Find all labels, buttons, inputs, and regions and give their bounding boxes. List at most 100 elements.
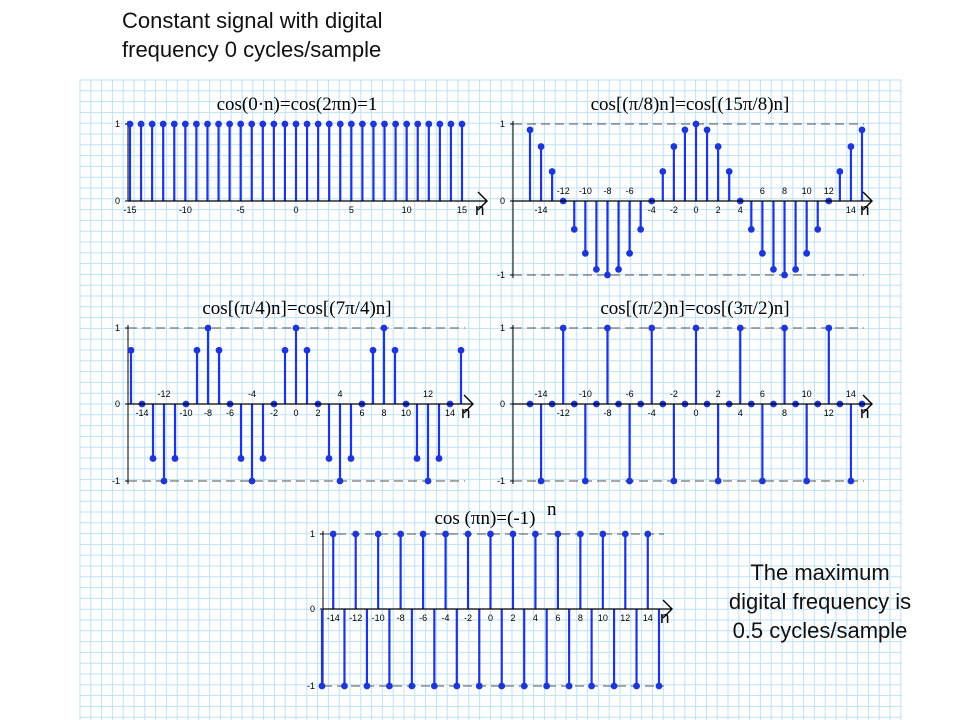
y-tick-label: 0 [310,604,315,614]
stem-marker [520,682,528,690]
stem-marker [159,120,167,128]
stem-marker [604,324,611,332]
chart-title: cos(0·n)=cos(2πn)=1 [217,94,378,115]
x-tick-label: 0 [693,205,698,215]
stem-marker [655,682,663,690]
y-tick-label: -1 [112,476,120,486]
stem-marker [825,324,833,332]
stem-marker [325,120,333,128]
chart-title: cos[(π/8)n]=cos[(15π/8)n] [591,94,790,115]
stem-marker [363,682,371,690]
x-tick-label: -12 [157,389,170,399]
stem-marker [858,126,866,134]
x-tick-label: 10 [402,205,412,215]
y-tick-label: 1 [310,529,315,539]
x-tick-label: 8 [381,408,386,418]
stem-marker [759,249,766,257]
x-axis-arrow [862,394,873,414]
x-tick-label: 6 [760,389,765,399]
stem-marker [314,120,322,128]
stem-marker [526,126,534,134]
stem-marker [248,477,256,485]
caption-line: digital frequency is [728,589,912,614]
x-tick-label: 10 [802,186,812,196]
stem-marker [537,143,545,150]
x-tick-label: -6 [419,613,427,623]
y-tick-label: 0 [500,399,505,409]
y-tick-label: -1 [307,681,315,691]
x-tick-label: 10 [802,389,812,399]
stem-marker [336,477,344,485]
stem-marker [781,324,788,332]
stem-marker [270,120,278,128]
stem-marker [403,120,411,128]
x-tick-label: -12 [557,186,570,196]
y-tick-label: 0 [500,196,505,206]
stem-marker [509,530,517,538]
x-axis-arrow [463,394,474,414]
stem-marker [803,249,811,257]
x-tick-label: -2 [270,408,278,418]
stem-marker [370,120,377,128]
x-tick-label: 15 [457,205,467,215]
caption-line: Constant signal with digital [122,8,383,33]
x-axis-arrow [477,191,488,211]
stem-marker [204,120,211,128]
stem-marker [570,225,578,233]
x-tick-label: -4 [442,613,450,623]
stem-marker [303,120,311,128]
x-tick-label: 4 [533,613,538,623]
x-tick-label: 12 [620,613,630,623]
y-tick-label: 1 [500,119,505,129]
x-tick-label: 2 [315,408,320,418]
stem-marker [226,120,234,128]
x-tick-label: 0 [293,205,298,215]
stem-marker [435,455,443,462]
stem-marker [543,682,551,690]
y-tick-label: 0 [115,399,120,409]
stem-marker [725,168,733,175]
caption-max-frequency: The maximum digital frequency is 0.5 cyc… [705,558,935,645]
stem-marker [803,477,811,485]
stem-marker [588,682,595,690]
stem-marker [475,682,483,690]
y-tick-label: 1 [500,323,505,333]
stem-marker [430,682,438,690]
stem-marker [392,120,399,128]
chart-title-superscript: n [547,499,557,520]
stem-marker [736,324,744,332]
stem-marker [692,324,700,332]
stem-marker [352,530,360,538]
x-tick-label: 6 [760,186,765,196]
stem-marker [604,271,611,279]
x-axis-arrow [862,191,873,211]
stem-marker [626,249,633,257]
stem-marker [593,265,600,273]
stem-marker [847,477,855,485]
stem-marker [380,324,388,332]
stem-marker [633,682,640,690]
stem-marker [487,530,494,538]
chart-cos-pi-over-4: cos[(π/4)n]=cos[(7π/4)n]10-1n-14-10-8-6-… [112,298,474,486]
stem-marker [610,682,618,690]
x-tick-label: -8 [603,186,611,196]
stem-marker [318,682,326,690]
x-tick-label: -10 [372,613,385,623]
stem-marker [303,346,311,354]
chart-title: cos[(π/4)n]=cos[(7π/4)n] [202,298,391,319]
stem-marker [381,120,388,128]
x-tick-label: 4 [738,205,743,215]
stem-marker [436,120,444,128]
stem-marker [576,530,584,538]
x-axis-label: n [660,608,669,627]
stem-marker [498,682,506,690]
stem-marker [336,120,344,128]
x-tick-label: -10 [579,186,592,196]
stem-marker [414,120,422,128]
stem-marker [325,455,333,462]
stem-marker [692,120,700,128]
x-tick-label: -12 [349,613,362,623]
